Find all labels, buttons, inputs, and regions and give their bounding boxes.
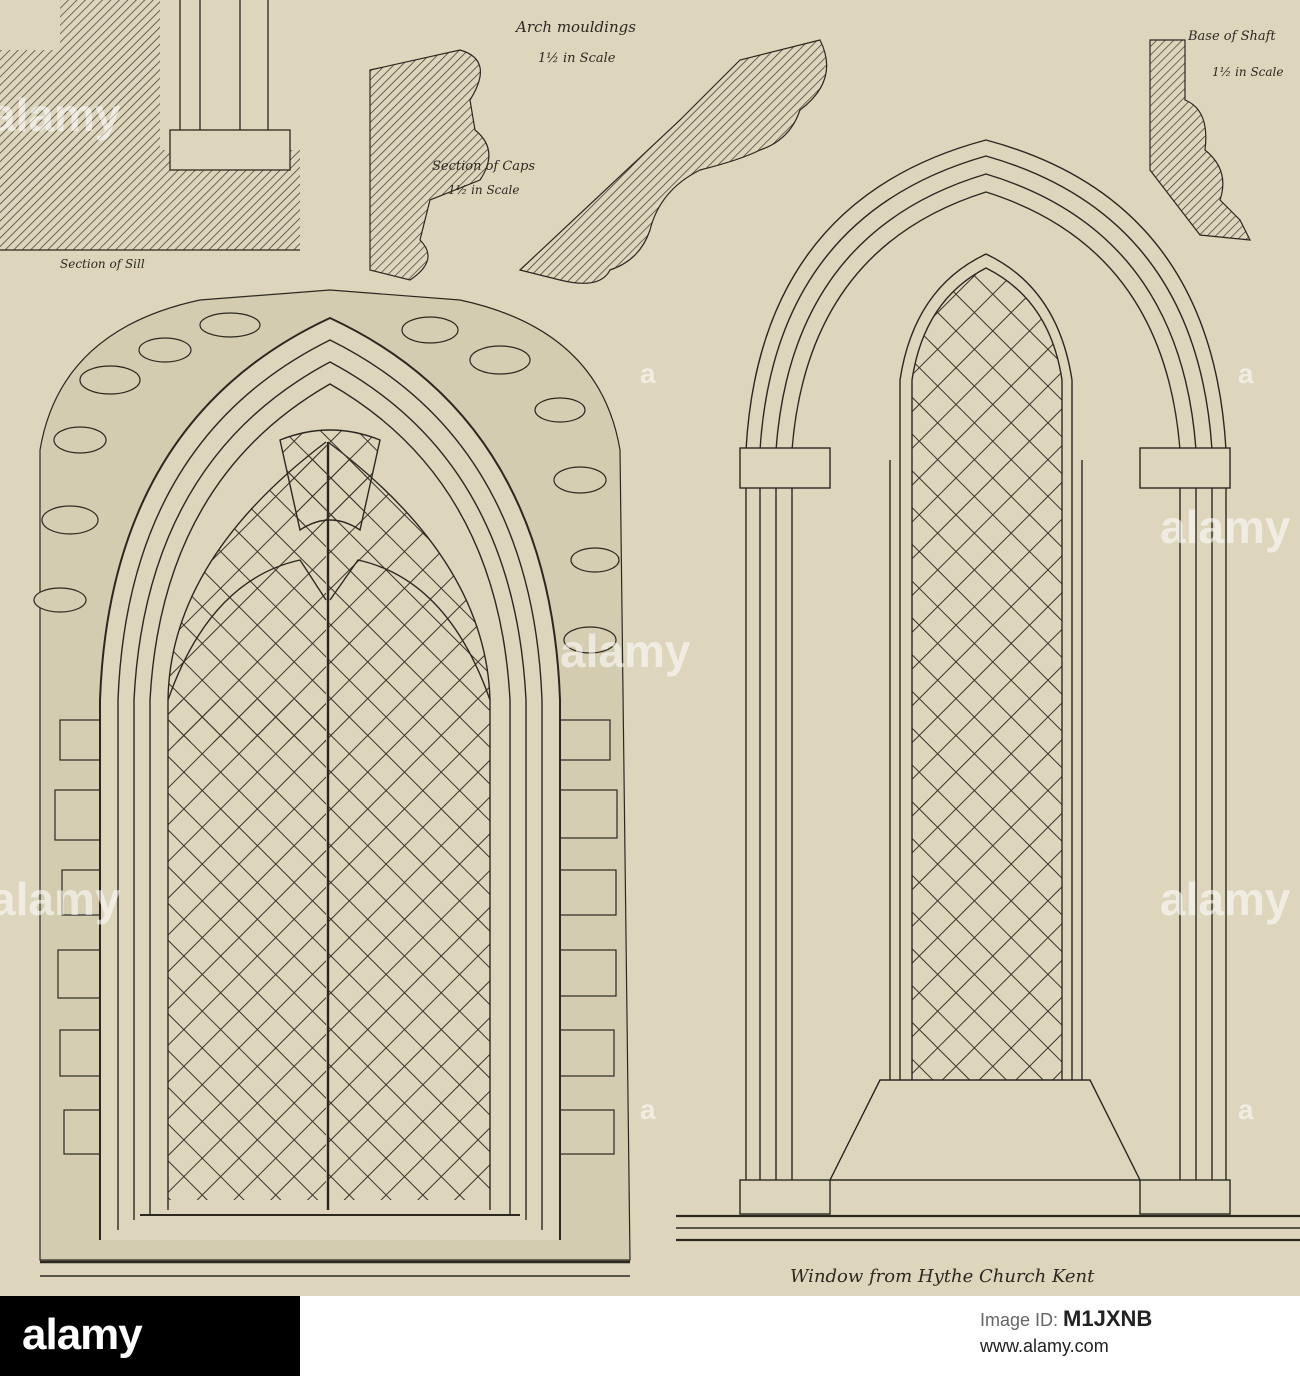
arch-mouldings-caption: Arch mouldings: [516, 18, 636, 36]
engraving-plate: Arch mouldings 1½ in Scale Base of Shaft…: [0, 0, 1300, 1296]
base-of-shaft-scale: 1½ in Scale: [1212, 65, 1284, 79]
site-link[interactable]: www.alamy.com: [980, 1336, 1109, 1356]
image-id: M1JXNB: [1063, 1306, 1153, 1331]
watermark-marker: a: [1238, 358, 1254, 389]
caps-section-detail: [369, 49, 490, 281]
shaft-base-detail: [1149, 39, 1252, 241]
image-id-label: Image ID:: [980, 1310, 1059, 1330]
brand-logo[interactable]: alamy: [0, 1296, 300, 1376]
watermark-left: alamy: [0, 89, 121, 141]
watermark-center: alamy: [560, 625, 691, 677]
watermark-marker: a: [640, 1094, 656, 1125]
watermark-marker: a: [1238, 1094, 1254, 1125]
watermark-marker: a: [640, 358, 656, 389]
section-of-caps-caption: Section of Caps: [432, 159, 536, 174]
gothic-two-light-window: [40, 316, 630, 1277]
watermark-bottom-left: alamy: [0, 873, 121, 925]
base-of-shaft-caption: Base of Shaft: [1188, 29, 1276, 44]
watermark-right: alamy: [1160, 501, 1291, 553]
watermark-bottom-right: alamy: [1160, 873, 1291, 925]
arch-mouldings-detail: [518, 39, 828, 284]
arch-mouldings-scale: 1½ in Scale: [538, 51, 616, 66]
section-of-sill-caption: Section of Sill: [60, 257, 145, 271]
image-info: Image ID: M1JXNB www.alamy.com: [980, 1306, 1280, 1359]
lancet-window: [676, 139, 1300, 1242]
plate-title: Window from Hythe Church Kent: [790, 1266, 1095, 1287]
section-of-caps-scale: 1½ in Scale: [448, 183, 520, 197]
sill-section-detail: [0, 0, 300, 251]
stock-footer: alamy Image ID: M1JXNB www.alamy.com: [0, 1296, 1300, 1376]
brand-name: alamy: [22, 1310, 143, 1359]
architectural-drawing: [0, 0, 1300, 1277]
